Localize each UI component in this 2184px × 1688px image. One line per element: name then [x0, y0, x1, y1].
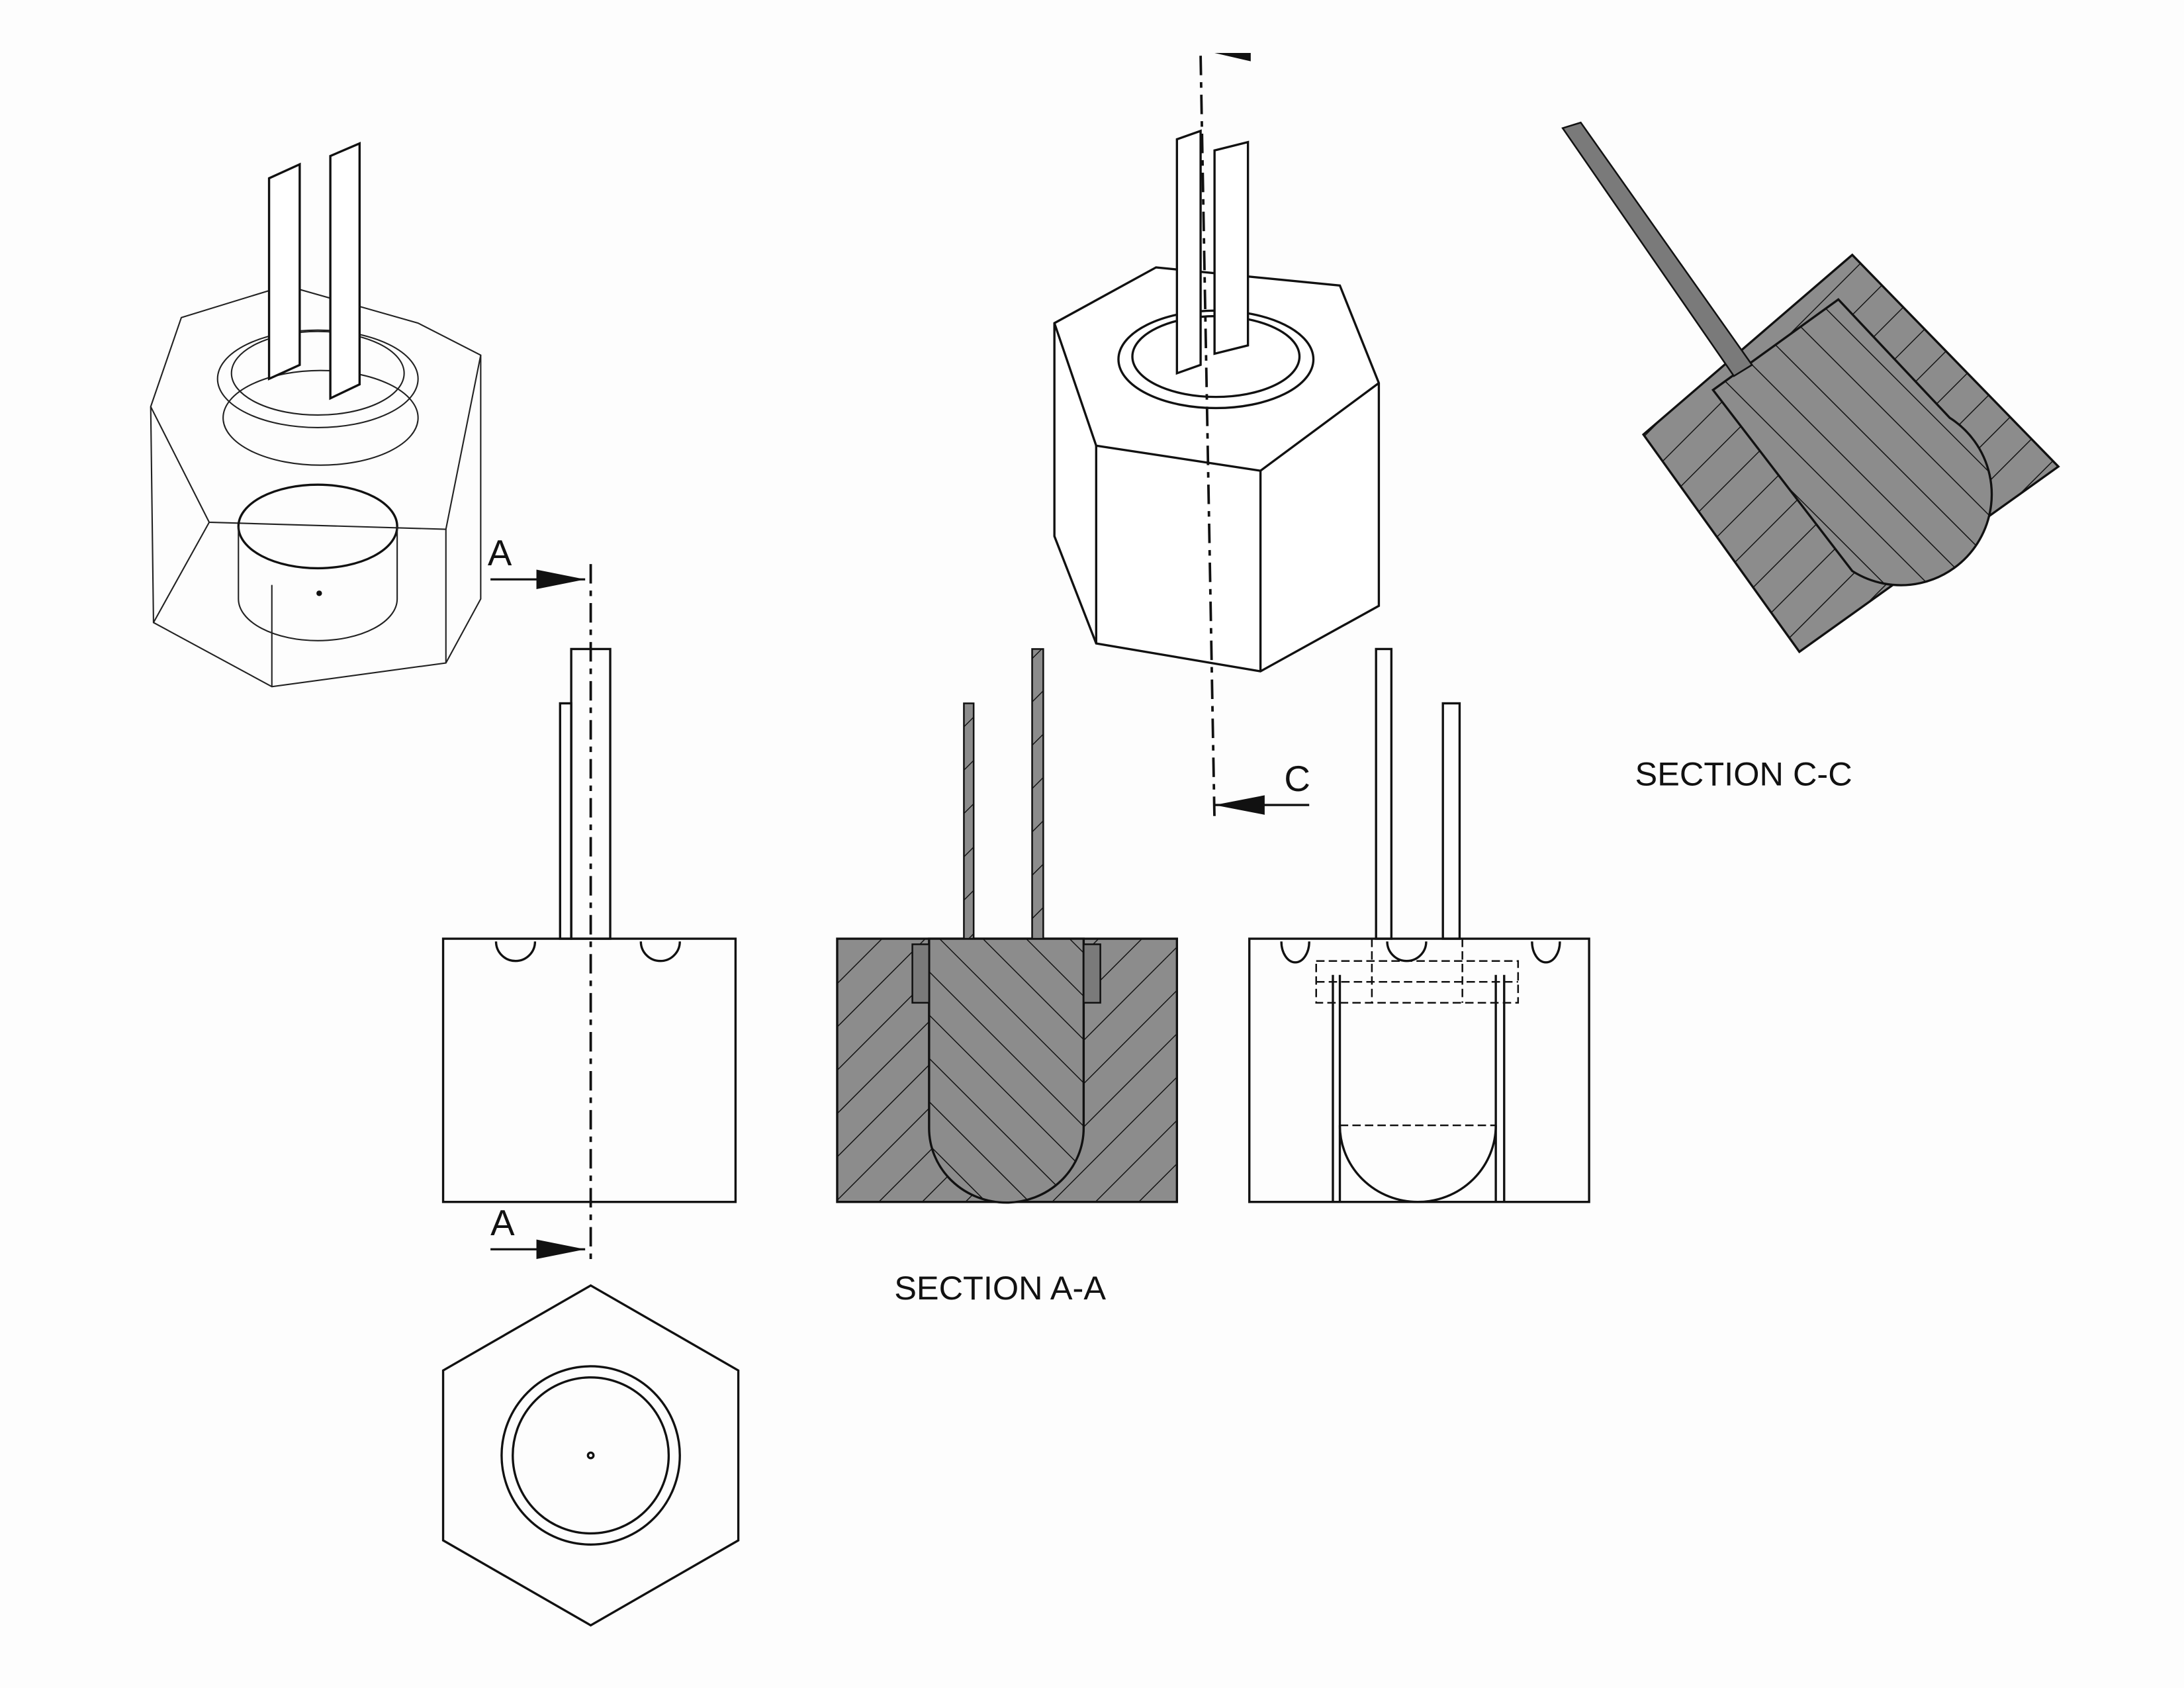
section-arrow-c: C: [1214, 758, 1310, 815]
side-view: [1248, 647, 1590, 1203]
section-a-a-view: SECTION A-A: [836, 648, 1179, 1307]
section-a-a-caption: SECTION A-A: [894, 1269, 1106, 1307]
front-view: [441, 564, 737, 1261]
section-a-top-label: A: [488, 532, 512, 573]
isometric-wireframe-view: [150, 142, 482, 688]
section-arrow-a-top: A: [488, 532, 586, 589]
section-arrow-a-bottom: A: [490, 1202, 586, 1259]
isometric-solid-view: [1053, 52, 1381, 822]
section-c-label: C: [1284, 758, 1310, 799]
section-a-bottom-label: A: [490, 1202, 515, 1243]
hexagon-top-view: [441, 1284, 740, 1627]
section-c-c-view: SECTION C-C: [1561, 121, 2060, 793]
section-c-c-caption: SECTION C-C: [1635, 755, 1852, 793]
